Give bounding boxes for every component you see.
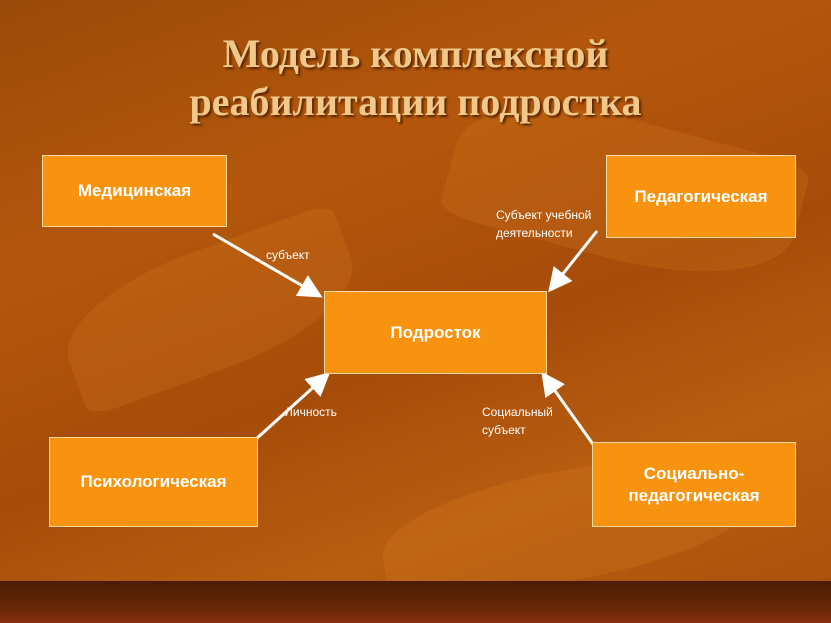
box-label: Психологическая bbox=[80, 472, 227, 491]
title-line-2: реабилитации подростка bbox=[189, 79, 642, 124]
label-line: деятельности bbox=[496, 226, 573, 240]
arrow-social bbox=[541, 371, 597, 448]
arrow-pedagogical bbox=[548, 230, 599, 293]
label-line: субъект bbox=[482, 423, 526, 437]
title-line-1: Модель комплексной bbox=[222, 31, 609, 76]
box-label: Педагогическая bbox=[634, 186, 768, 206]
label-line: Субъект учебной bbox=[496, 208, 592, 222]
label-learning-subject: Субъект учебной деятельности bbox=[496, 206, 591, 242]
box-social-pedagogical: Социально-педагогическая bbox=[592, 442, 796, 527]
box-center: Подросток bbox=[324, 291, 547, 374]
box-label: Социально-педагогическая bbox=[628, 463, 760, 505]
box-label: Подросток bbox=[390, 322, 481, 342]
label-personality: Личность bbox=[285, 405, 337, 419]
label-line: Социальный bbox=[482, 405, 553, 419]
arrow-psychological bbox=[253, 371, 331, 442]
arrow-medical bbox=[212, 232, 323, 298]
label-subject: субъект bbox=[266, 248, 310, 262]
box-pedagogical: Педагогическая bbox=[606, 155, 796, 238]
box-medical: Медицинская bbox=[42, 155, 227, 227]
label-social-subject: Социальный субъект bbox=[482, 403, 553, 439]
box-label: Медицинская bbox=[77, 181, 192, 200]
footer-bar bbox=[0, 581, 831, 623]
box-psychological: Психологическая bbox=[49, 437, 258, 527]
